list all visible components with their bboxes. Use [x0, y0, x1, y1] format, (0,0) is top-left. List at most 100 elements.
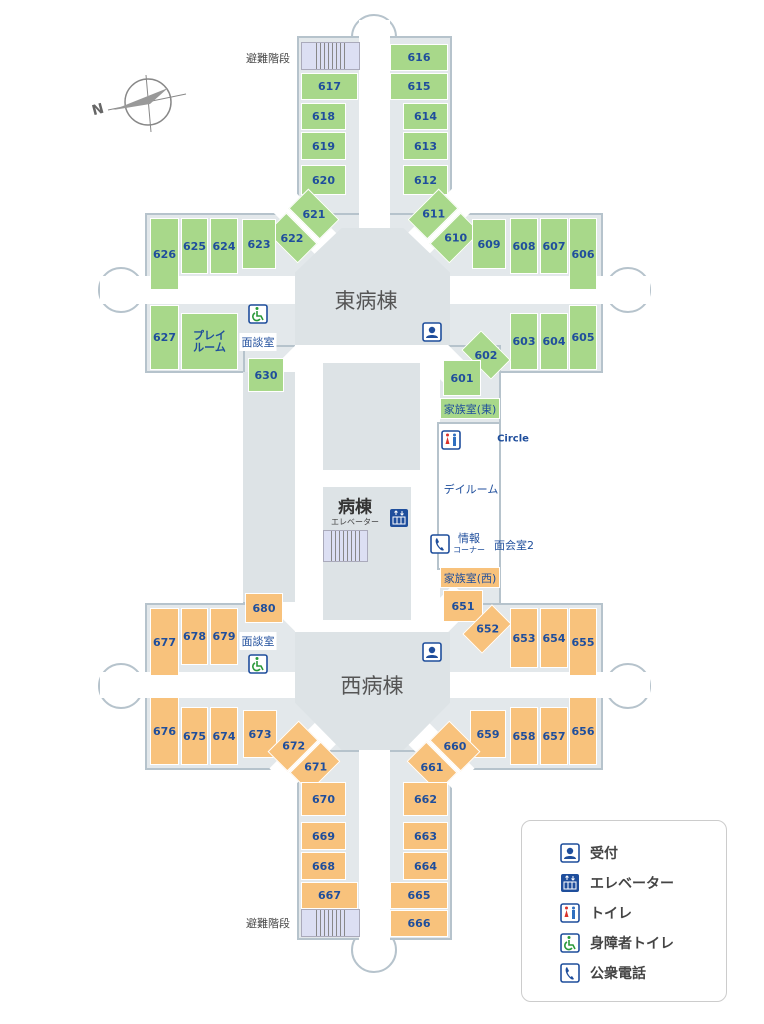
toilet-icon: [441, 430, 461, 450]
room-678[interactable]: 678: [181, 608, 208, 665]
room-number: 604: [542, 335, 566, 348]
room-653[interactable]: 653: [510, 608, 538, 668]
room-656[interactable]: 656: [569, 697, 597, 765]
elevator-hall-stairs: [323, 530, 368, 562]
room-655[interactable]: 655: [569, 608, 597, 676]
room-670[interactable]: 670: [301, 782, 346, 816]
room-number: 677: [153, 635, 176, 649]
room-665[interactable]: 665: [390, 882, 448, 909]
room-627[interactable]: 627: [150, 305, 179, 370]
room-669[interactable]: 669: [301, 822, 346, 850]
emergency-stairs-bottom: [301, 909, 360, 937]
room-number: 601: [450, 371, 474, 385]
room-666[interactable]: 666: [390, 910, 448, 937]
room-number: 676: [153, 724, 176, 738]
room-number: 656: [571, 724, 595, 738]
room-number: 610: [443, 231, 467, 245]
playroom[interactable]: プレイルーム: [181, 313, 238, 370]
room-651[interactable]: 651: [443, 590, 483, 622]
room-number: 630: [254, 368, 278, 382]
room-626[interactable]: 626: [150, 218, 179, 290]
room-number: 608: [512, 239, 536, 253]
family-room-east-label: 家族室(東): [443, 402, 497, 416]
room-618[interactable]: 618: [301, 103, 346, 130]
reception-icon: [422, 322, 442, 342]
room-number: 661: [420, 760, 444, 774]
room-603[interactable]: 603: [510, 313, 538, 370]
family-room-west[interactable]: 家族室(西): [440, 567, 500, 588]
room-number: 606: [571, 247, 595, 261]
room-613[interactable]: 613: [403, 132, 448, 160]
room-number: 674: [212, 729, 236, 743]
room-number: 658: [512, 729, 536, 743]
room-675[interactable]: 675: [181, 707, 208, 765]
room-657[interactable]: 657: [540, 707, 568, 765]
room-number: 667: [318, 889, 341, 902]
room-679[interactable]: 679: [210, 608, 238, 665]
room-630[interactable]: 630: [248, 358, 284, 392]
room-667[interactable]: 667: [301, 882, 358, 909]
room-number: 620: [312, 173, 335, 187]
room-662[interactable]: 662: [403, 782, 448, 816]
family-room-east[interactable]: 家族室(東): [440, 398, 500, 419]
room-number: 613: [414, 139, 437, 153]
room-676[interactable]: 676: [150, 697, 179, 765]
legend-label: エレベーター: [590, 876, 674, 892]
room-615[interactable]: 615: [390, 73, 448, 100]
toilet-icon: [560, 903, 580, 923]
room-number: 669: [312, 829, 335, 843]
room-668[interactable]: 668: [301, 852, 346, 880]
room-number: 679: [212, 630, 236, 643]
room-number: 619: [312, 139, 335, 153]
room-number: 665: [407, 889, 431, 902]
legend-item-public-phone: 公衆電話: [560, 963, 646, 983]
room-number: 663: [414, 829, 437, 843]
compass-icon: [107, 74, 187, 133]
room-number: 614: [414, 110, 437, 123]
room-614[interactable]: 614: [403, 103, 448, 130]
room-625[interactable]: 625: [181, 218, 208, 274]
room-number: 653: [512, 631, 536, 645]
corridor: [359, 20, 390, 230]
stairs-bottom-label: 避難階段: [246, 917, 290, 930]
room-number: 678: [183, 630, 206, 643]
room-664[interactable]: 664: [403, 852, 448, 880]
room-616[interactable]: 616: [390, 44, 448, 71]
room-617[interactable]: 617: [301, 73, 358, 100]
room-number: 670: [312, 792, 335, 806]
interview-room-west: 面談室: [239, 632, 277, 650]
room-604[interactable]: 604: [540, 313, 568, 370]
room-623[interactable]: 623: [242, 219, 276, 269]
legend-item-reception: 受付: [560, 843, 618, 863]
room-624[interactable]: 624: [210, 218, 238, 274]
floor-area: [243, 372, 295, 602]
room-609[interactable]: 609: [472, 219, 506, 269]
legend-item-accessible-toilet: 身障者トイレ: [560, 933, 674, 953]
room-608[interactable]: 608: [510, 218, 538, 274]
room-number: 611: [421, 207, 445, 221]
accessible-toilet-icon: [248, 654, 268, 674]
interview-room-east: 面談室: [239, 333, 277, 351]
room-number: 618: [312, 110, 335, 123]
room-654[interactable]: 654: [540, 608, 568, 668]
room-number: 621: [302, 207, 326, 221]
room-number: 617: [318, 80, 341, 93]
room-677[interactable]: 677: [150, 608, 179, 676]
room-number: 671: [303, 760, 327, 774]
room-number: 625: [183, 239, 206, 253]
room-619[interactable]: 619: [301, 132, 346, 160]
room-606[interactable]: 606: [569, 218, 597, 290]
room-680[interactable]: 680: [245, 593, 283, 623]
elevator-hall-sub: エレベーター: [331, 517, 379, 527]
room-658[interactable]: 658: [510, 707, 538, 765]
room-607[interactable]: 607: [540, 218, 568, 274]
legend-label: 身障者トイレ: [590, 936, 674, 952]
east-ward-title: 東病棟: [334, 289, 398, 313]
room-601[interactable]: 601: [443, 360, 481, 396]
room-number: 659: [476, 727, 500, 741]
room-number: 627: [153, 331, 176, 344]
room-674[interactable]: 674: [210, 707, 238, 765]
room-663[interactable]: 663: [403, 822, 448, 850]
room-605[interactable]: 605: [569, 305, 597, 370]
